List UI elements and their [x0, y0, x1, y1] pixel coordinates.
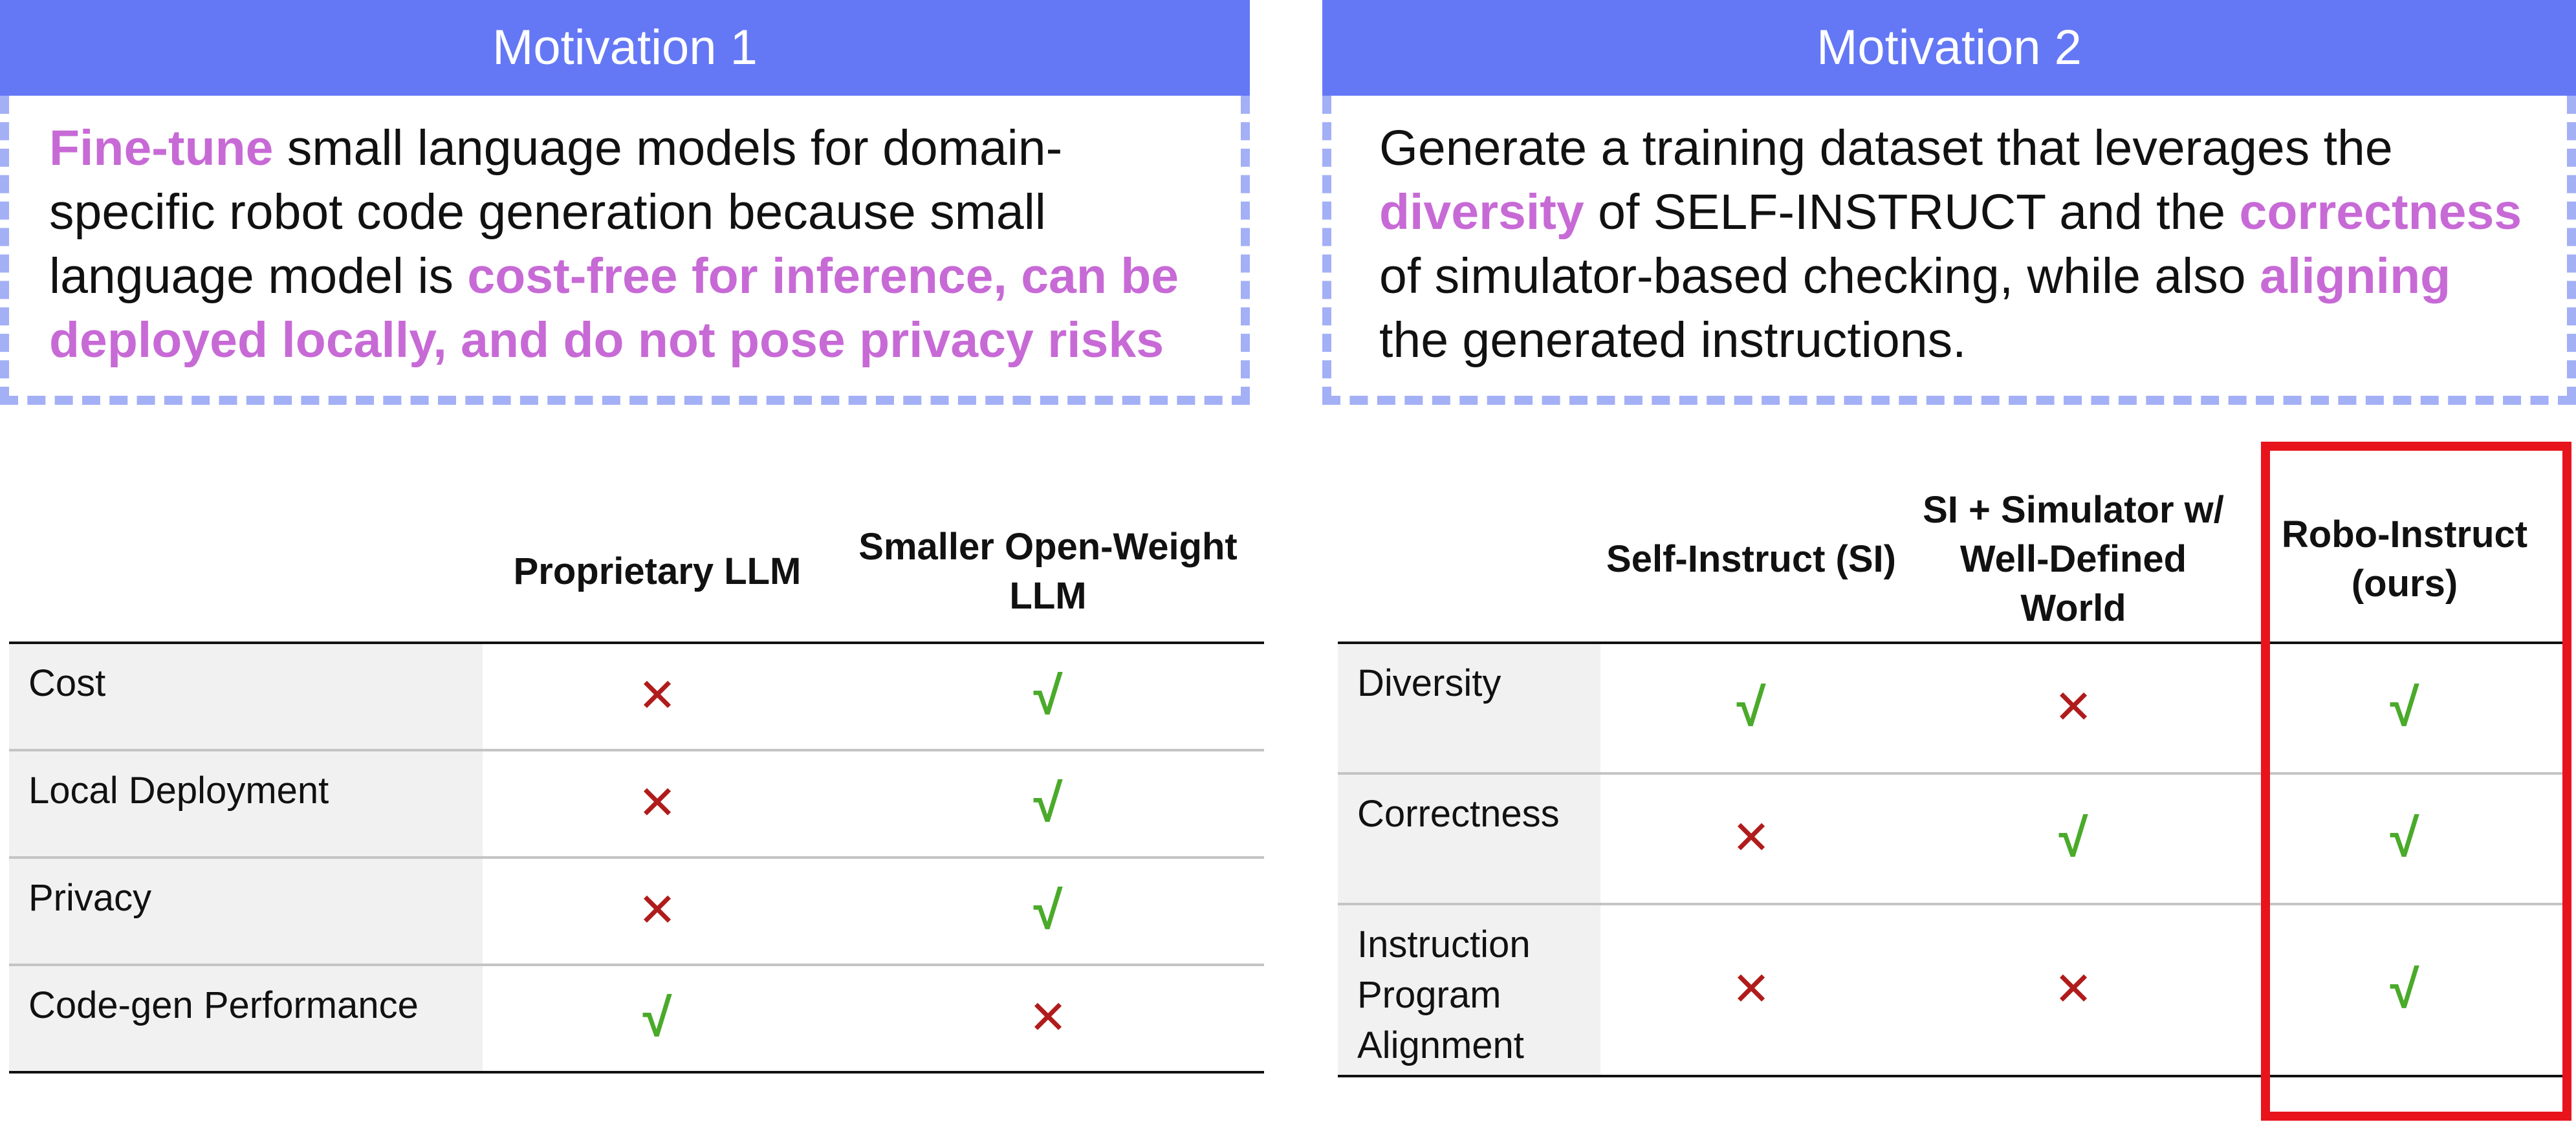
table2-cell: ✕ — [1600, 904, 1902, 1077]
table1-row-label: Privacy — [9, 858, 483, 966]
motivation1-text: small language models for domain-specifi… — [49, 120, 1063, 304]
cross-icon: ✕ — [1731, 812, 1771, 864]
motivation2-header: Motivation 2 — [1322, 0, 2576, 96]
comparison-table-methods: Self-Instruct (SI) SI + Simulator w/ Wel… — [1338, 477, 2564, 1077]
check-icon: √ — [1033, 774, 1063, 833]
table2-cell: √ — [1902, 773, 2245, 905]
table2-row-label: Instruction Program Alignment — [1338, 904, 1600, 1077]
cross-icon: ✕ — [1731, 964, 1771, 1015]
table2-corner — [1338, 477, 1600, 644]
cross-icon: ✕ — [2053, 964, 2093, 1015]
cross-icon: ✕ — [2053, 682, 2093, 733]
motivation1-header: Motivation 1 — [0, 0, 1250, 96]
motivation2-box: Generate a training dataset that leverag… — [1322, 96, 2576, 405]
table1-cell: √ — [483, 965, 832, 1073]
table1-cell: √ — [832, 643, 1264, 751]
check-icon: √ — [1736, 678, 1766, 737]
table1-corner — [9, 502, 483, 644]
table1-cell: √ — [832, 750, 1264, 859]
motivation2-text-2: of SELF-INSTRUCT and the — [1584, 184, 2240, 240]
motivation1-highlight-benefits: cost-free for inference, can be deployed… — [49, 248, 1179, 368]
table2-row-label: Correctness — [1338, 773, 1600, 905]
check-icon: √ — [2390, 678, 2419, 737]
ours-highlight-frame — [2261, 442, 2571, 1121]
check-icon: √ — [2390, 809, 2419, 868]
motivation2-highlight-correctness: correctness — [2239, 184, 2522, 240]
table1-col-header: Smaller Open-Weight LLM — [832, 502, 1264, 644]
table1-cell: ✕ — [832, 965, 1264, 1073]
motivation2-text-4: the generated instructions. — [1379, 312, 1967, 368]
check-icon: √ — [642, 989, 672, 1048]
table2-row-label: Diversity — [1338, 643, 1600, 775]
table2-cell: ✕ — [1902, 643, 2245, 775]
comparison-table-llm: Proprietary LLM Smaller Open-Weight LLM … — [9, 502, 1264, 1073]
table2-cell: √ — [1600, 643, 1902, 775]
table2-cell: √ — [2245, 904, 2564, 1077]
motivation2-title: Motivation 2 — [1817, 20, 2082, 75]
table2-col-header-ours: Robo-Instruct (ours) — [2245, 477, 2564, 644]
cross-icon: ✕ — [637, 885, 677, 936]
table1-row-label: Cost — [9, 643, 483, 751]
table1-cell: √ — [832, 858, 1264, 966]
motivation1-highlight-finetune: Fine-tune — [49, 120, 274, 176]
table2-col-header: Self-Instruct (SI) — [1600, 477, 1902, 644]
table1-cell: ✕ — [483, 750, 832, 859]
check-icon: √ — [1033, 667, 1063, 726]
table2-cell: √ — [2245, 773, 2564, 905]
table1-cell: ✕ — [483, 643, 832, 751]
motivation2-highlight-aligning: aligning — [2260, 248, 2451, 304]
table1-row-label: Local Deployment — [9, 750, 483, 859]
table2-col-header: SI + Simulator w/ Well-Defined World — [1902, 477, 2245, 644]
table2-cell: ✕ — [1902, 904, 2245, 1077]
table2-cell: √ — [2245, 643, 2564, 775]
table1-row-label: Code-gen Performance — [9, 965, 483, 1073]
motivation2-highlight-diversity: diversity — [1379, 184, 1584, 240]
motivation2-text-1: Generate a training dataset that leverag… — [1379, 120, 2393, 176]
cross-icon: ✕ — [637, 670, 677, 722]
table1-col-header: Proprietary LLM — [483, 502, 832, 644]
table1-cell: ✕ — [483, 858, 832, 966]
check-icon: √ — [1033, 881, 1063, 940]
cross-icon: ✕ — [637, 777, 677, 829]
table2-cell: ✕ — [1600, 773, 1902, 905]
motivation1-title: Motivation 1 — [492, 20, 758, 75]
motivation1-box: Fine-tune small language models for doma… — [0, 96, 1250, 405]
cross-icon: ✕ — [1028, 992, 1068, 1044]
check-icon: √ — [2058, 809, 2088, 868]
motivation2-text-3: of simulator-based checking, while also — [1379, 248, 2260, 304]
check-icon: √ — [2390, 960, 2419, 1019]
